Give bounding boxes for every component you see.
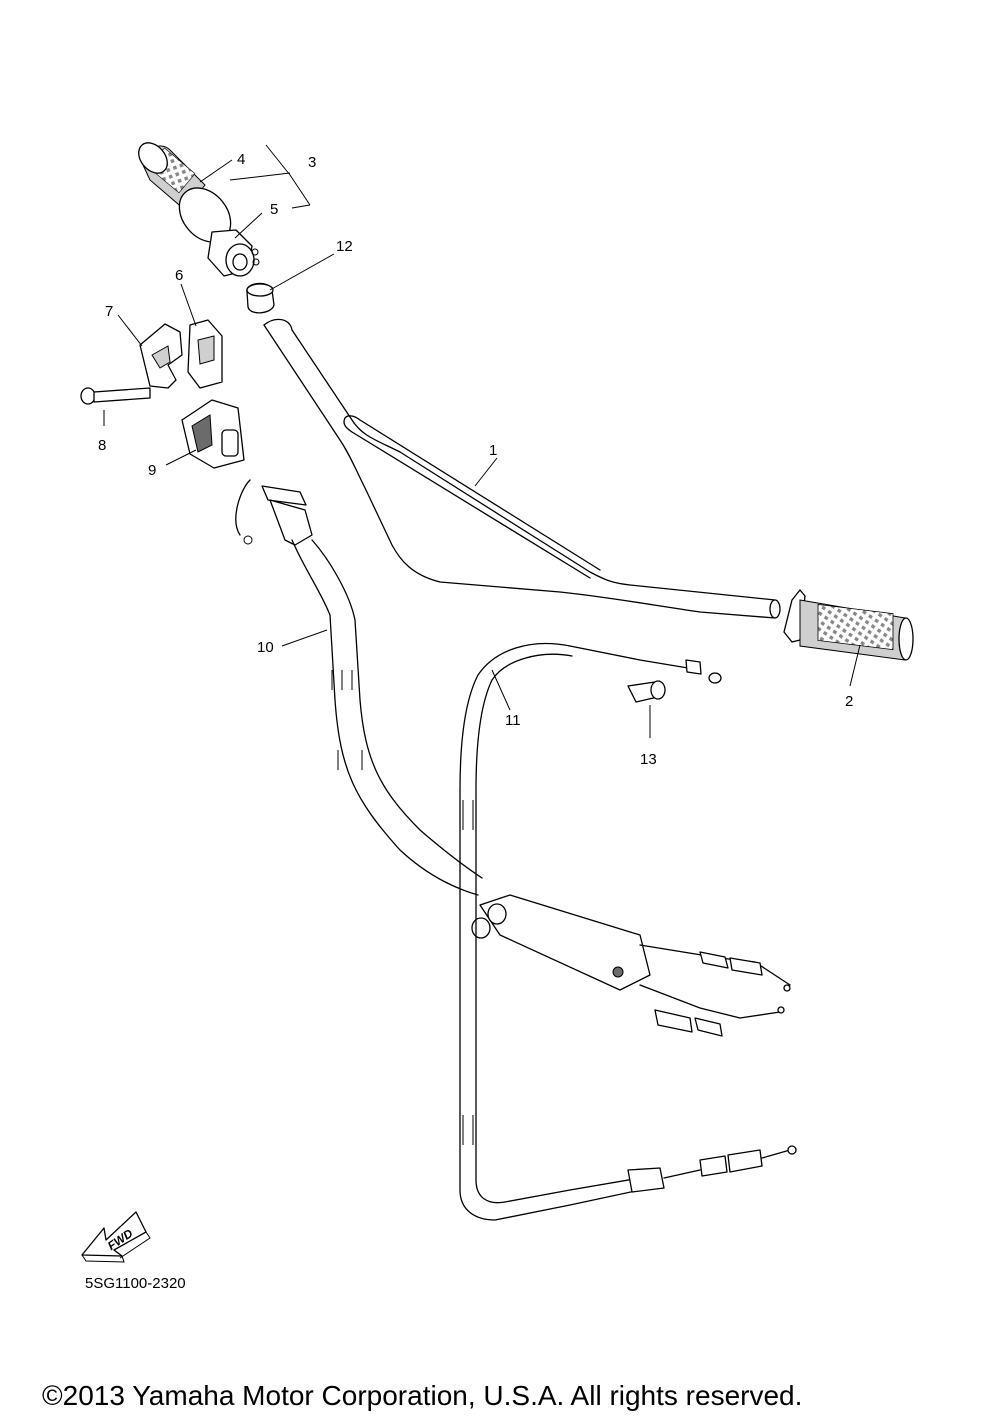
adjuster[interactable] bbox=[627, 680, 666, 703]
callout-6: 6 bbox=[175, 267, 183, 284]
callout-13: 13 bbox=[640, 751, 657, 768]
callout-5: 5 bbox=[270, 201, 278, 218]
clutch-cable[interactable] bbox=[459, 642, 797, 1221]
callout-3: 3 bbox=[308, 154, 316, 171]
callout-8: 8 bbox=[98, 437, 106, 454]
throttle-cover[interactable] bbox=[181, 399, 245, 469]
callout-2: 2 bbox=[845, 693, 853, 710]
throttle-housing[interactable] bbox=[139, 319, 223, 389]
handlebar[interactable] bbox=[263, 318, 781, 619]
screw[interactable] bbox=[80, 387, 151, 405]
diagram-code: 5SG1100-2320 bbox=[85, 1275, 186, 1292]
callout-12: 12 bbox=[336, 238, 353, 255]
callout-labels: 1 2 3 4 5 6 7 8 9 10 11 12 13 bbox=[98, 151, 853, 768]
callout-11: 11 bbox=[505, 712, 521, 729]
callout-4: 4 bbox=[237, 151, 245, 168]
throttle-cable[interactable] bbox=[235, 479, 791, 1037]
fwd-arrow-icon: FWD bbox=[81, 1211, 151, 1263]
leader-lines bbox=[103, 144, 861, 738]
callout-1: 1 bbox=[489, 442, 497, 459]
callout-7: 7 bbox=[105, 303, 113, 320]
left-grip-assembly[interactable] bbox=[133, 137, 260, 277]
collar[interactable] bbox=[246, 282, 275, 314]
copyright-notice: ©2013 Yamaha Motor Corporation, U.S.A. A… bbox=[42, 1380, 802, 1411]
callout-10: 10 bbox=[257, 639, 274, 656]
right-grip[interactable] bbox=[783, 589, 914, 661]
callout-9: 9 bbox=[148, 462, 156, 479]
